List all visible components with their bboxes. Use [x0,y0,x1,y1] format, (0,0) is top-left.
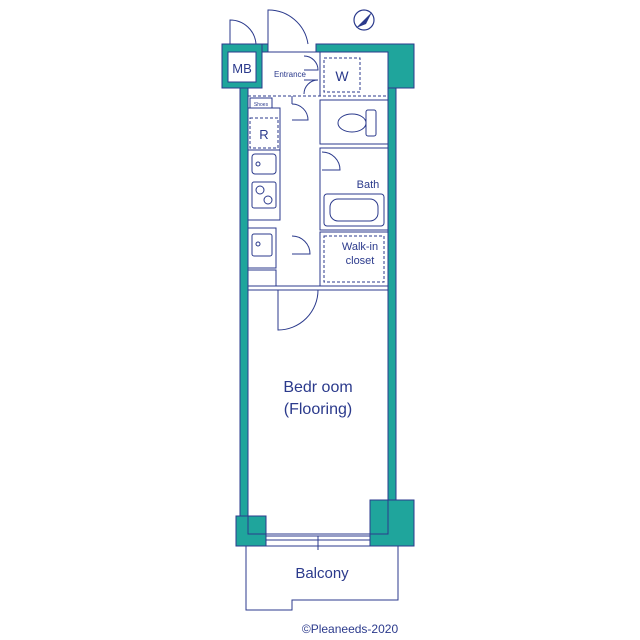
walk-in-closet-space [323,235,385,283]
door-swing-icon [321,151,341,171]
entrance-inner-door-icon [303,79,319,95]
door-swing-icon [291,103,309,121]
door-swing-icon [291,235,311,255]
entrance-label: Entrance [274,70,307,79]
refrigerator-label: R [259,127,268,142]
washer-space [323,57,361,93]
shoes-label: Shoes [254,102,269,108]
compass-north-arrow-icon [353,9,375,31]
bedroom-label-line1: Bedr oom [283,379,352,396]
bathtub-icon [323,193,385,227]
bedroom-label-line2: (Flooring) [284,401,352,418]
entrance-door-swing-icon [229,9,309,45]
walk-in-closet-label-line2: closet [346,255,375,267]
washbasin-icon [251,233,273,257]
bath-label: Bath [357,179,380,191]
exterior-walls [221,43,415,547]
bedroom-door-swing-icon [277,289,319,331]
shoes-cabinet [249,97,273,109]
refrigerator-space [249,117,279,149]
washer-label: W [335,68,349,84]
copyright-text: ©Pleaneeds-2020 [302,622,399,636]
sink-icon [251,153,277,175]
walk-in-closet-label-line1: Walk-in [342,241,378,253]
balcony-label: Balcony [295,565,349,582]
entrance-inner-door-icon [303,55,319,71]
mb-cabinet [227,51,257,83]
mb-label: MB [232,61,252,76]
toilet-icon [337,109,377,137]
stove-icon [251,181,277,209]
